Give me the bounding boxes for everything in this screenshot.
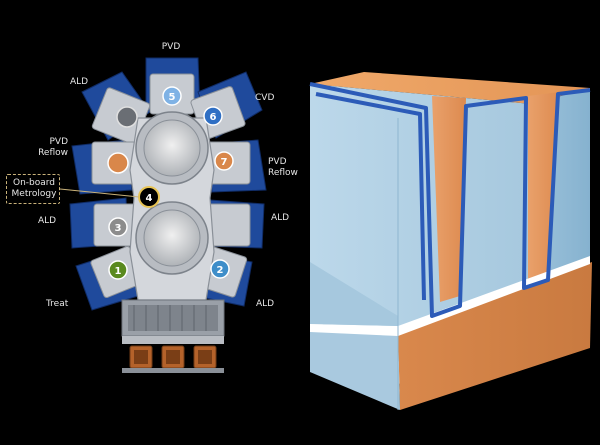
chamber-marker-ald-top: [116, 106, 138, 128]
label-pvd-top: PVD: [161, 42, 181, 52]
chamber-marker-7: 7: [214, 151, 234, 171]
metrology-callout: On-board Metrology: [6, 174, 60, 204]
svg-text:6: 6: [210, 112, 217, 123]
label-cvd: CVD: [255, 93, 275, 103]
transfer-chamber-lower: [135, 201, 209, 275]
substrate-bottom-front: [310, 330, 400, 410]
cube-top-face: [310, 72, 590, 104]
chamber-marker-5: 5: [162, 86, 182, 106]
chamber-marker-reflow-left: [107, 152, 129, 174]
chamber-marker-3: 3: [108, 217, 128, 237]
label-ald-mid-left: ALD: [38, 216, 57, 226]
chamber-marker-6: 6: [203, 106, 223, 126]
light-blue-lower-band: [310, 262, 398, 326]
load-lock-area: [121, 299, 225, 373]
label-pvd-reflow-left-line1: PVD: [49, 137, 68, 147]
metrology-leader-line: [59, 188, 140, 198]
white-layer: [310, 256, 590, 336]
svg-text:1: 1: [115, 266, 122, 277]
label-ald-top-left: ALD: [70, 77, 89, 87]
svg-text:5: 5: [169, 92, 176, 103]
trench-fill-2: [528, 92, 560, 282]
svg-text:3: 3: [115, 223, 122, 234]
load-ports: [129, 345, 217, 369]
svg-text:2: 2: [217, 265, 224, 276]
svg-text:7: 7: [221, 157, 228, 168]
label-metrology-line1: On-board: [12, 178, 56, 188]
label-pvd-reflow-right-line2: Reflow: [268, 168, 298, 178]
label-treat: Treat: [46, 299, 69, 309]
label-pvd-reflow-left-line2: Reflow: [38, 148, 68, 158]
transfer-chamber-upper: [135, 111, 209, 185]
process-platform: 5 6 7 4 3 2 1: [59, 57, 267, 373]
label-ald-bottom-right: ALD: [256, 299, 275, 309]
trench-cross-section-cube: [309, 72, 592, 410]
label-ald-mid-right: ALD: [271, 213, 290, 223]
trench-liners: [309, 82, 591, 318]
label-pvd-reflow-right-line1: PVD: [268, 157, 287, 167]
trench-fill-1: [432, 96, 466, 302]
svg-text:4: 4: [146, 193, 153, 204]
chamber-marker-2: 2: [210, 259, 230, 279]
chamber-marker-1: 1: [108, 260, 128, 280]
chamber-marker-4: 4: [138, 186, 160, 208]
substrate-bottom-orange: [398, 262, 592, 410]
label-metrology-line2: Metrology: [11, 189, 57, 199]
